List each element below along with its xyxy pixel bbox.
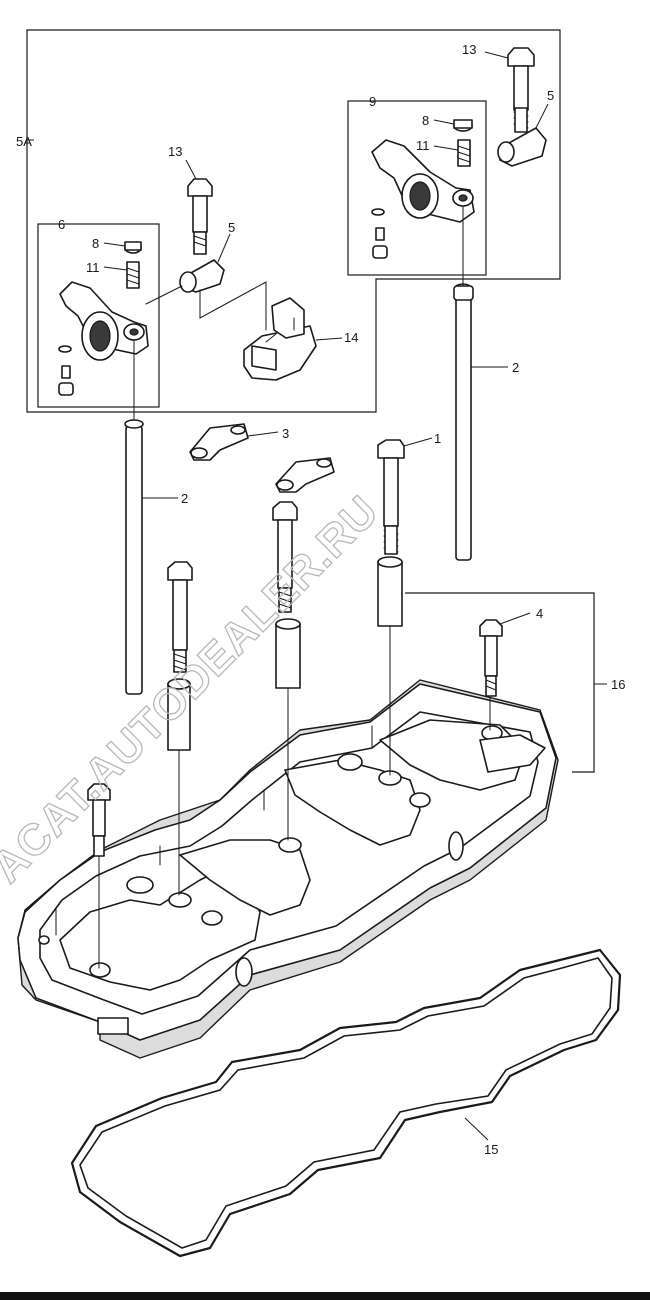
callout-3: 3: [282, 426, 289, 441]
leader-4: [499, 612, 531, 625]
callout-14: 14: [344, 330, 358, 345]
leader-14: [315, 337, 343, 341]
callout-9: 9: [369, 94, 376, 109]
leader-13-top: [484, 51, 509, 59]
bolt-4: [479, 619, 503, 697]
callout-13-left: 13: [168, 144, 182, 159]
callout-5-left: 5: [228, 220, 235, 235]
callout-2-left: 2: [181, 491, 188, 506]
leader-13-left: [185, 159, 197, 180]
rocker-support-14: [243, 297, 317, 381]
leader-15: [464, 1117, 489, 1141]
pushrod-right: [453, 283, 474, 561]
assembly-9-box: [347, 100, 487, 276]
leader-8-top: [433, 119, 455, 125]
callout-4: 4: [536, 606, 543, 621]
bridge-3: [189, 423, 335, 493]
callout-16: 16: [611, 677, 625, 692]
bottom-bar: [0, 1292, 650, 1300]
gasket-15: [70, 948, 622, 1258]
callout-2-right: 2: [512, 360, 519, 375]
bolt-set: [98, 439, 491, 969]
rocker-assembly-9: [371, 47, 547, 287]
callout-11-top: 11: [416, 138, 430, 153]
callout-15: 15: [484, 1142, 498, 1157]
callout-11-left: 11: [86, 260, 100, 275]
callout-5-top: 5: [547, 88, 554, 103]
leader-11-left: [103, 266, 128, 271]
pushrod-left: [124, 419, 144, 695]
leader-8-left: [103, 242, 126, 247]
callout-13-top: 13: [462, 42, 476, 57]
valve-cover-housing: [17, 679, 559, 1059]
leader-1: [403, 437, 433, 447]
callout-8-top: 8: [422, 113, 429, 128]
leader-5-top: [535, 103, 549, 129]
callout-1: 1: [434, 431, 441, 446]
bolt-front: [87, 783, 111, 857]
rocker-assembly-6: [58, 178, 267, 421]
leader-11-top: [433, 145, 459, 151]
bracket-16: [405, 592, 595, 773]
assembly-5a-outline: [26, 29, 561, 413]
callout-6: 6: [58, 217, 65, 232]
callout-5a: 5A: [16, 134, 32, 149]
leader-3: [247, 431, 279, 437]
callout-8-left: 8: [92, 236, 99, 251]
leader-5-left: [217, 233, 231, 263]
assembly-6-box: [37, 223, 160, 408]
